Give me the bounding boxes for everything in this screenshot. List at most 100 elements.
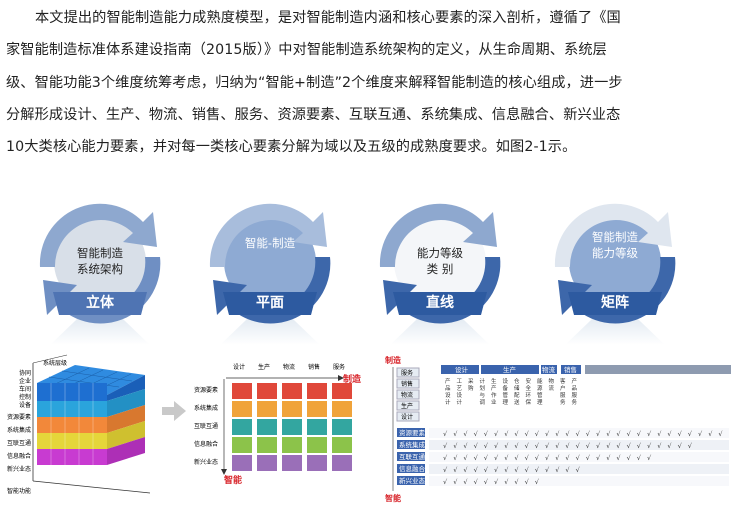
diagram-plane: 智能-制造 平面 bbox=[195, 197, 345, 347]
plane-x-label: 制造 bbox=[343, 373, 362, 385]
matrix-subheader-char: 务 bbox=[572, 398, 578, 406]
matrix-bottom-label: 智能 bbox=[385, 493, 401, 503]
matrix-check: √ bbox=[504, 466, 509, 474]
matrix-intel-3: 信息融合 bbox=[399, 464, 426, 473]
matrix-subheader-char: 服 bbox=[572, 392, 578, 399]
matrix-subheader-char: 设 bbox=[503, 377, 509, 385]
matrix-check: √ bbox=[616, 430, 621, 438]
intro-paragraph: 本文提出的智能制造能力成熟度模型，是对智能制造内涵和核心要素的深入剖析，遵循了《… bbox=[6, 2, 732, 163]
matrix-check: √ bbox=[463, 442, 468, 450]
matrix-check: √ bbox=[514, 430, 519, 438]
matrix-check: √ bbox=[637, 454, 642, 462]
matrix-checks: √ √ √ √ √ √ √ √ √ √ √ √ √ √ √ √ √ √ √ √ √ √ √ √ √ √ √ √ √ √ √ √ √ √ √ √ √ √ √ √… bbox=[429, 428, 729, 486]
plane-row-3: 信息融合 bbox=[194, 440, 218, 448]
matrix-check: √ bbox=[525, 430, 530, 438]
matrix-row-bg bbox=[429, 452, 729, 462]
matrix-check: √ bbox=[535, 430, 540, 438]
plane-cell bbox=[232, 419, 252, 435]
matrix-check: √ bbox=[463, 478, 468, 486]
para-line-2: 家智能制造标准体系建设指南（2015版）》中对智能制造系统架构的定义，从生命周期… bbox=[6, 42, 607, 59]
plane-y-label: 智能 bbox=[224, 474, 242, 485]
diagram-matrix-text: 智能制造 能力等级 bbox=[592, 230, 638, 260]
matrix-group-2: 物流 bbox=[542, 365, 556, 374]
matrix-subheader-char: 服 bbox=[560, 392, 566, 399]
matrix-check: √ bbox=[657, 430, 662, 438]
para-line-4: 分解形成设计、生产、物流、销售、服务、资源要素、互联互通、系统集成、信息融合、新… bbox=[6, 106, 621, 123]
matrix-check: √ bbox=[576, 466, 581, 474]
matrix-intel-0: 资源要素 bbox=[399, 428, 426, 437]
plane-cell bbox=[332, 401, 352, 417]
matrix-check: √ bbox=[504, 442, 509, 450]
matrix-check: √ bbox=[627, 454, 632, 462]
matrix-check: √ bbox=[453, 478, 458, 486]
matrix-check: √ bbox=[627, 442, 632, 450]
matrix-check: √ bbox=[596, 430, 601, 438]
cube-side-label-0: 资源要素 bbox=[7, 413, 31, 421]
cube-side-label-3: 信息融合 bbox=[7, 452, 31, 460]
plane-cell bbox=[282, 419, 302, 435]
matrix-check: √ bbox=[678, 430, 683, 438]
matrix-check: √ bbox=[514, 442, 519, 450]
matrix-check: √ bbox=[514, 454, 519, 462]
matrix-check: √ bbox=[514, 466, 519, 474]
matrix-row-bg bbox=[429, 428, 729, 438]
matrix-check: √ bbox=[555, 430, 560, 438]
matrix-subheader-char: 全 bbox=[526, 384, 532, 392]
matrix-subheader-char: 源 bbox=[537, 384, 543, 392]
matrix-subheader-char: 仓 bbox=[514, 377, 520, 385]
matrix-check: √ bbox=[484, 454, 489, 462]
matrix-subheader-char: 与 bbox=[480, 391, 486, 399]
matrix-subheader-char: 计 bbox=[457, 398, 463, 406]
plane-cell bbox=[307, 383, 327, 399]
plane-row-1: 系统集成 bbox=[194, 404, 218, 412]
diagram-plane-tag: 平面 bbox=[256, 295, 284, 311]
diagram-line-tag: 直线 bbox=[426, 295, 454, 311]
matrix-subheader-char: 产 bbox=[445, 377, 451, 385]
matrix-check: √ bbox=[688, 430, 693, 438]
matrix-check: √ bbox=[698, 430, 703, 438]
matrix-check: √ bbox=[647, 430, 652, 438]
matrix-check: √ bbox=[504, 454, 509, 462]
plane-cell bbox=[232, 455, 252, 471]
plane-cell bbox=[257, 437, 277, 453]
matrix-check: √ bbox=[463, 466, 468, 474]
matrix-check: √ bbox=[504, 430, 509, 438]
matrix-check: √ bbox=[443, 478, 448, 486]
matrix-check: √ bbox=[545, 430, 550, 438]
plane-col-3: 销售 bbox=[308, 363, 320, 371]
matrix-check: √ bbox=[596, 454, 601, 462]
matrix-subheader-char: 安 bbox=[526, 377, 532, 385]
para-line-5: 10大类核心能力要素，并对每一类核心要素分解为域以及五级的成熟度要求。如图2-1… bbox=[6, 139, 577, 156]
matrix-check: √ bbox=[565, 454, 570, 462]
diagram-line: 能力等级 类 别 直线 bbox=[365, 197, 515, 347]
matrix-check: √ bbox=[514, 478, 519, 486]
matrix-subheader-char: 配 bbox=[514, 392, 520, 399]
matrix-check: √ bbox=[494, 430, 499, 438]
plane-cell bbox=[307, 455, 327, 471]
matrix-check: √ bbox=[637, 442, 642, 450]
matrix-manuf-4: 设计 bbox=[401, 413, 413, 421]
matrix-check: √ bbox=[688, 442, 693, 450]
cube-top-label-3: 车间 bbox=[19, 385, 31, 393]
matrix-check: √ bbox=[535, 466, 540, 474]
matrix-manuf-0: 服务 bbox=[401, 369, 413, 377]
matrix-check: √ bbox=[576, 454, 581, 462]
matrix-group-1: 生产 bbox=[503, 365, 517, 374]
plane-cell bbox=[307, 437, 327, 453]
matrix-check: √ bbox=[494, 454, 499, 462]
matrix-check: √ bbox=[453, 466, 458, 474]
plane-figure: 设计 生产 物流 销售 服务 制造 智能 资源要素 系统集成 互联互通 信息融合… bbox=[194, 363, 362, 485]
matrix-check: √ bbox=[443, 442, 448, 450]
plane-cell bbox=[257, 401, 277, 417]
matrix-check: √ bbox=[484, 442, 489, 450]
matrix-check: √ bbox=[637, 430, 642, 438]
cube-top-label-4: 控制 bbox=[19, 393, 31, 401]
matrix-check: √ bbox=[494, 478, 499, 486]
plane-cell bbox=[282, 401, 302, 417]
matrix-check: √ bbox=[586, 454, 591, 462]
plane-row-4: 新兴业态 bbox=[194, 458, 218, 466]
matrix-subheader-char: 品 bbox=[572, 385, 578, 392]
matrix-check: √ bbox=[657, 442, 662, 450]
matrix-check: √ bbox=[667, 442, 672, 450]
matrix-check: √ bbox=[708, 430, 713, 438]
